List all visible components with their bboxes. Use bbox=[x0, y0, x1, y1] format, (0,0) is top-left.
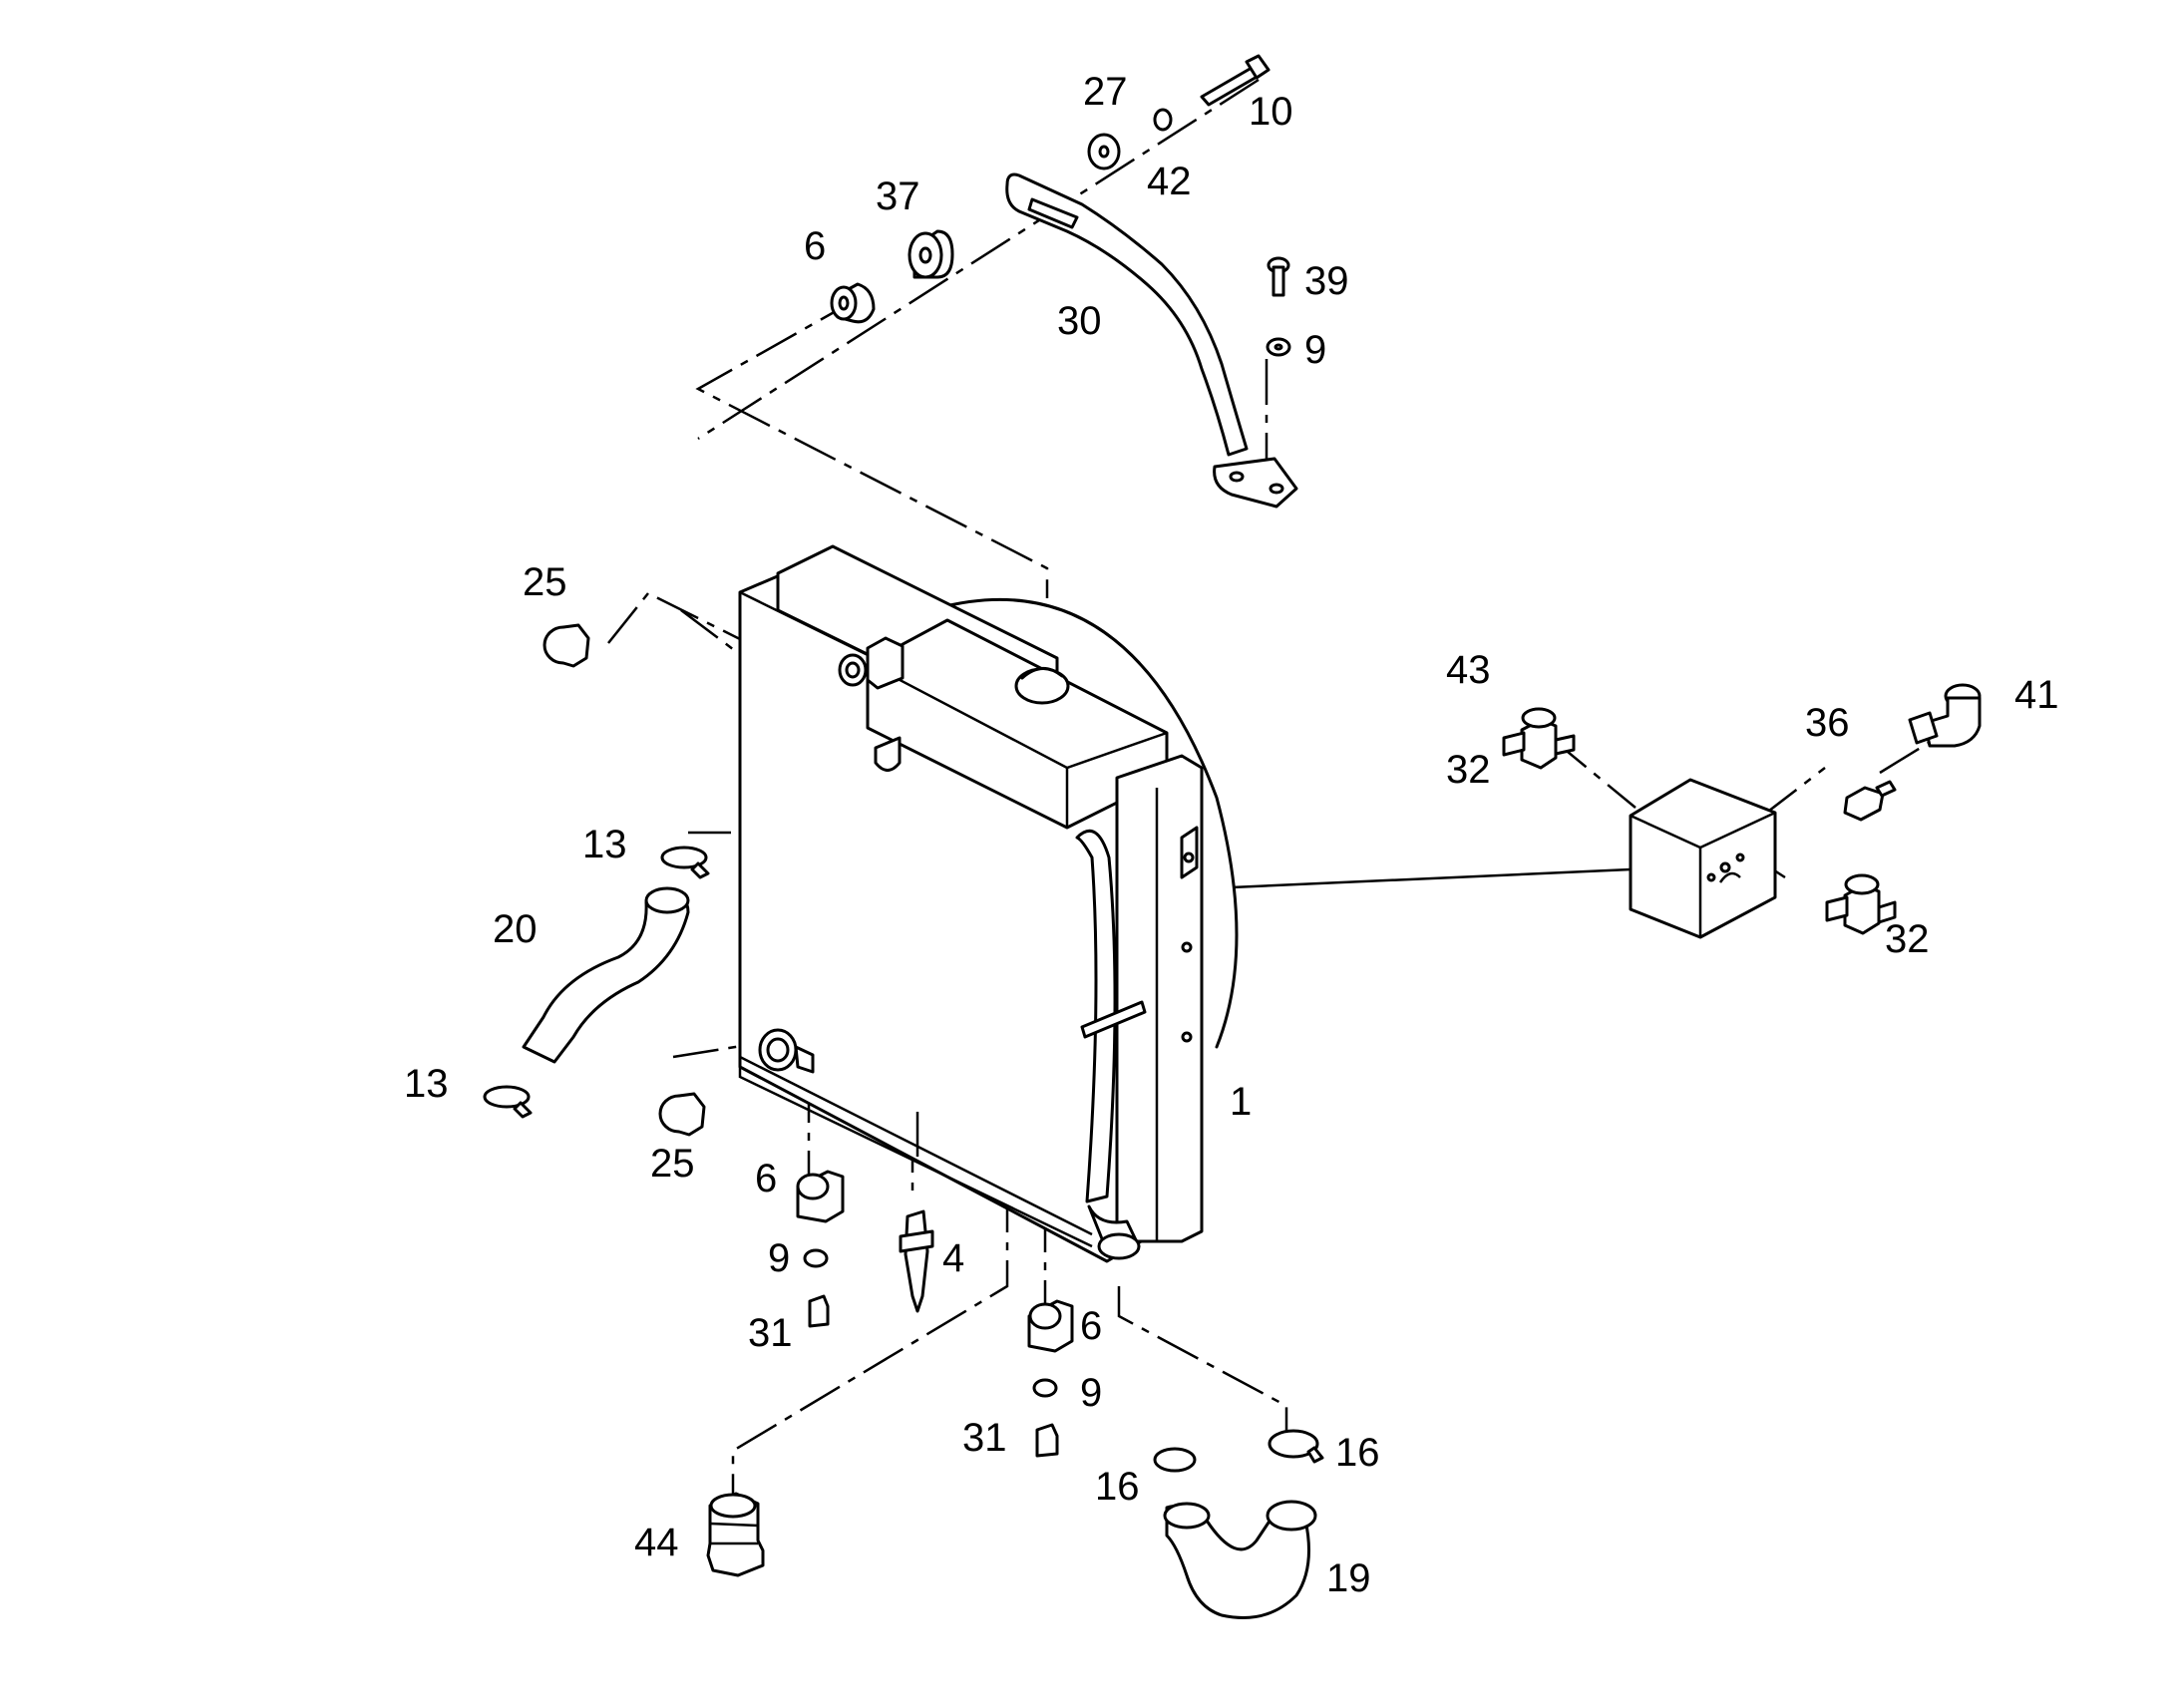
clamp-13-bottom bbox=[483, 1085, 533, 1119]
cushion-6-top bbox=[830, 282, 876, 324]
drain-cock-4 bbox=[899, 1209, 934, 1313]
callout-41: 41 bbox=[2014, 673, 2059, 717]
callout-32-left: 32 bbox=[1446, 748, 1491, 792]
clamp-16-right bbox=[1268, 1429, 1324, 1464]
elbow-41 bbox=[1908, 683, 1982, 748]
callout-6-top: 6 bbox=[804, 224, 826, 268]
washer-9-left bbox=[803, 1248, 829, 1268]
callout-44: 44 bbox=[634, 1521, 679, 1564]
callout-10: 10 bbox=[1249, 90, 1293, 134]
washer-42 bbox=[1087, 133, 1121, 171]
callout-9-top: 9 bbox=[1304, 328, 1326, 372]
cushion-6-right bbox=[1027, 1299, 1074, 1353]
bolt-31-left bbox=[808, 1294, 830, 1328]
bolt-39 bbox=[1267, 256, 1290, 297]
callout-39: 39 bbox=[1304, 259, 1349, 303]
washer-9-right bbox=[1032, 1378, 1058, 1398]
callout-6-left: 6 bbox=[755, 1157, 777, 1200]
callout-1: 1 bbox=[1230, 1080, 1252, 1124]
stay-bracket-30 bbox=[1005, 172, 1298, 509]
callout-42: 42 bbox=[1147, 160, 1192, 203]
rubber-mount-37 bbox=[908, 229, 954, 279]
hose-20 bbox=[522, 886, 690, 1064]
clamp-16-left bbox=[1153, 1447, 1197, 1473]
plug-25-top bbox=[543, 623, 590, 668]
clamp-13-top bbox=[660, 846, 710, 879]
cushion-6-left bbox=[796, 1170, 845, 1223]
callout-labels: 10 27 42 37 6 30 39 9 25 13 20 13 25 6 9… bbox=[404, 70, 2059, 1600]
callout-25-top: 25 bbox=[523, 560, 567, 604]
fitting-32-right bbox=[1825, 873, 1897, 935]
callout-20: 20 bbox=[493, 907, 538, 951]
callout-16-right: 16 bbox=[1335, 1431, 1380, 1475]
plug-25-bottom bbox=[658, 1092, 706, 1137]
bolt-10 bbox=[1200, 54, 1271, 107]
callout-30: 30 bbox=[1057, 299, 1102, 343]
callout-25-bottom: 25 bbox=[650, 1142, 695, 1186]
callout-27: 27 bbox=[1083, 70, 1128, 114]
lock-washer-27 bbox=[1153, 108, 1173, 132]
hose-19 bbox=[1163, 1500, 1317, 1619]
connector-36 bbox=[1843, 780, 1897, 822]
switch-housing bbox=[1629, 778, 1777, 939]
callout-37: 37 bbox=[876, 174, 920, 218]
callout-6-right: 6 bbox=[1080, 1304, 1102, 1348]
callout-19: 19 bbox=[1326, 1556, 1371, 1600]
callout-9-left: 9 bbox=[768, 1236, 790, 1280]
callout-13-bottom: 13 bbox=[404, 1062, 449, 1106]
adapter-44 bbox=[706, 1492, 765, 1577]
callout-31-right: 31 bbox=[962, 1416, 1007, 1460]
callout-36: 36 bbox=[1805, 701, 1850, 745]
callout-9-right: 9 bbox=[1080, 1371, 1102, 1415]
callout-43: 43 bbox=[1446, 648, 1491, 692]
callout-31-left: 31 bbox=[748, 1311, 793, 1355]
callout-16-left: 16 bbox=[1095, 1465, 1140, 1509]
fitting-43 bbox=[1502, 707, 1576, 770]
radiator-1 bbox=[738, 544, 1239, 1263]
callout-13-top: 13 bbox=[582, 823, 627, 866]
bolt-31-right bbox=[1035, 1423, 1059, 1458]
callout-32-right: 32 bbox=[1885, 917, 1930, 961]
washer-9-top bbox=[1266, 337, 1291, 357]
callout-4: 4 bbox=[942, 1236, 964, 1280]
